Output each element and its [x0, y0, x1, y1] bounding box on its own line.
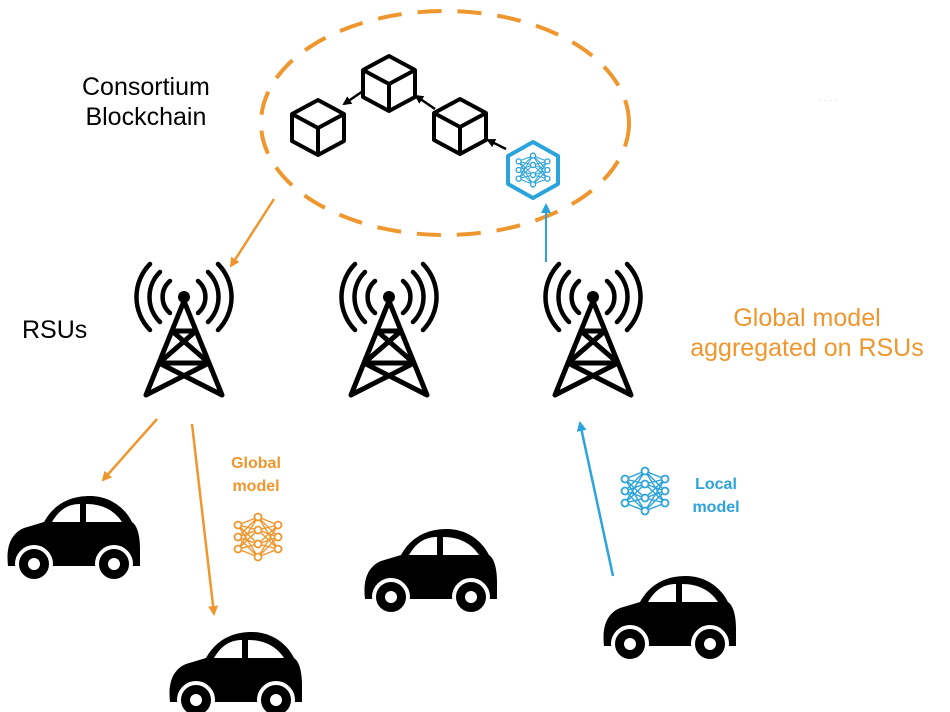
radio-tower-icon	[341, 264, 436, 395]
rsus-label: RSUs	[22, 316, 88, 344]
car-icon	[5, 494, 143, 583]
global-model-line1: Global	[231, 455, 281, 472]
global-aggregated-label: Global model aggregated on RSUs	[668, 303, 946, 363]
blue-arrow-car-to-rsu	[576, 421, 615, 577]
global-aggregated-line1: Global model	[733, 304, 881, 332]
cube-icon	[290, 98, 346, 157]
blockchain-boundary	[259, 9, 631, 237]
global-model-line2: model	[232, 478, 280, 495]
cube-icon	[361, 54, 417, 113]
local-model-icon	[620, 466, 670, 516]
orange-arrow-rsu-to-car-left	[101, 418, 158, 482]
faint-marks: · · · ·	[818, 95, 838, 105]
local-model-line2: model	[692, 499, 740, 516]
radio-tower-icon	[545, 264, 640, 395]
blockchain-label-line2: Blockchain	[85, 103, 207, 131]
local-model-line1: Local	[695, 476, 737, 493]
car-icon	[601, 574, 738, 663]
global-model-label: Global model	[214, 452, 298, 498]
chain-link-arrow	[486, 138, 507, 151]
radio-tower-icon	[136, 264, 231, 395]
cube-icon	[432, 97, 488, 156]
car-icon	[167, 630, 305, 712]
chain-link-arrow	[342, 89, 364, 106]
blockchain-label-line1: Consortium	[82, 73, 210, 101]
global-model-icon	[233, 512, 283, 562]
global-aggregated-line2: aggregated on RSUs	[690, 334, 924, 362]
local-model-label: Local model	[676, 473, 756, 519]
car-icon	[362, 527, 500, 616]
chain-link-arrow	[414, 94, 436, 111]
blockchain-label: Consortium Blockchain	[82, 72, 210, 132]
orange-arrow-blockchain-to-rsu	[229, 198, 276, 268]
orange-arrow-rsu-to-car-bottom	[190, 423, 219, 616]
model-block-icon	[506, 140, 560, 200]
